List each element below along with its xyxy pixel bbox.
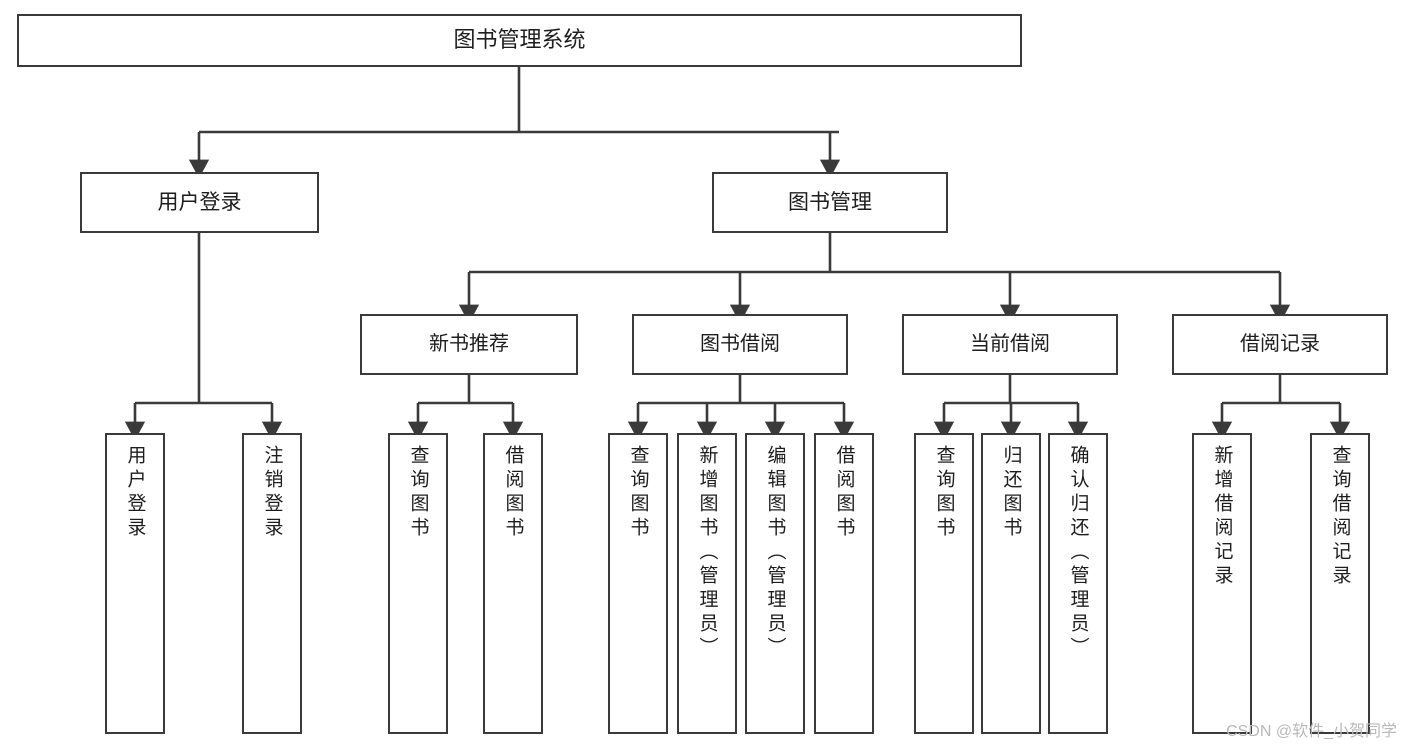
node-leaf-edit-book-admin[interactable]: 编辑图书（管理员） [745,433,805,734]
node-leaf-add-book-admin[interactable]: 新增图书（管理员） [677,433,737,734]
node-label: 借阅图书 [502,445,524,541]
node-book-management[interactable]: 图书管理 [712,172,948,233]
node-label: 借阅图书 [833,445,855,541]
node-label: 新书推荐 [429,333,509,356]
node-label: 用户登录 [157,190,242,214]
node-label: 查询借阅记录 [1329,445,1351,589]
node-label: 注销登录 [261,445,283,541]
node-label: 归还图书 [1000,445,1022,541]
node-leaf-borrow-book-borrowing[interactable]: 借阅图书 [814,433,874,734]
node-new-book-recommendation[interactable]: 新书推荐 [360,314,578,375]
node-label: 图书管理系统 [453,27,586,53]
node-leaf-confirm-return-admin[interactable]: 确认归还（管理员） [1048,433,1108,734]
node-borrowing-records[interactable]: 借阅记录 [1172,314,1388,375]
node-label: 编辑图书（管理员） [764,445,786,661]
node-label: 借阅记录 [1240,333,1320,356]
node-leaf-borrow-book-recommendation[interactable]: 借阅图书 [483,433,543,734]
node-leaf-add-borrowing-record[interactable]: 新增借阅记录 [1192,433,1252,734]
node-user-login[interactable]: 用户登录 [80,172,319,233]
node-label: 查询图书 [407,445,429,541]
node-label: 图书管理 [788,190,872,214]
node-leaf-query-book-current[interactable]: 查询图书 [914,433,974,734]
node-book-management-system[interactable]: 图书管理系统 [17,14,1022,67]
node-label: 用户登录 [124,445,146,541]
node-label: 确认归还（管理员） [1067,445,1089,661]
node-current-borrowing[interactable]: 当前借阅 [902,314,1118,375]
node-leaf-user-login[interactable]: 用户登录 [105,433,165,734]
node-book-borrowing[interactable]: 图书借阅 [632,314,848,375]
node-label: 当前借阅 [970,333,1050,356]
node-leaf-logout[interactable]: 注销登录 [242,433,302,734]
node-label: 查询图书 [627,445,649,541]
node-label: 图书借阅 [700,333,780,356]
node-leaf-query-book-recommendation[interactable]: 查询图书 [388,433,448,734]
node-leaf-query-borrowing-record[interactable]: 查询借阅记录 [1310,433,1370,734]
node-label: 新增图书（管理员） [696,445,718,661]
node-leaf-query-book-borrowing[interactable]: 查询图书 [608,433,668,734]
node-label: 新增借阅记录 [1211,445,1233,589]
node-label: 查询图书 [933,445,955,541]
node-leaf-return-book[interactable]: 归还图书 [981,433,1041,734]
